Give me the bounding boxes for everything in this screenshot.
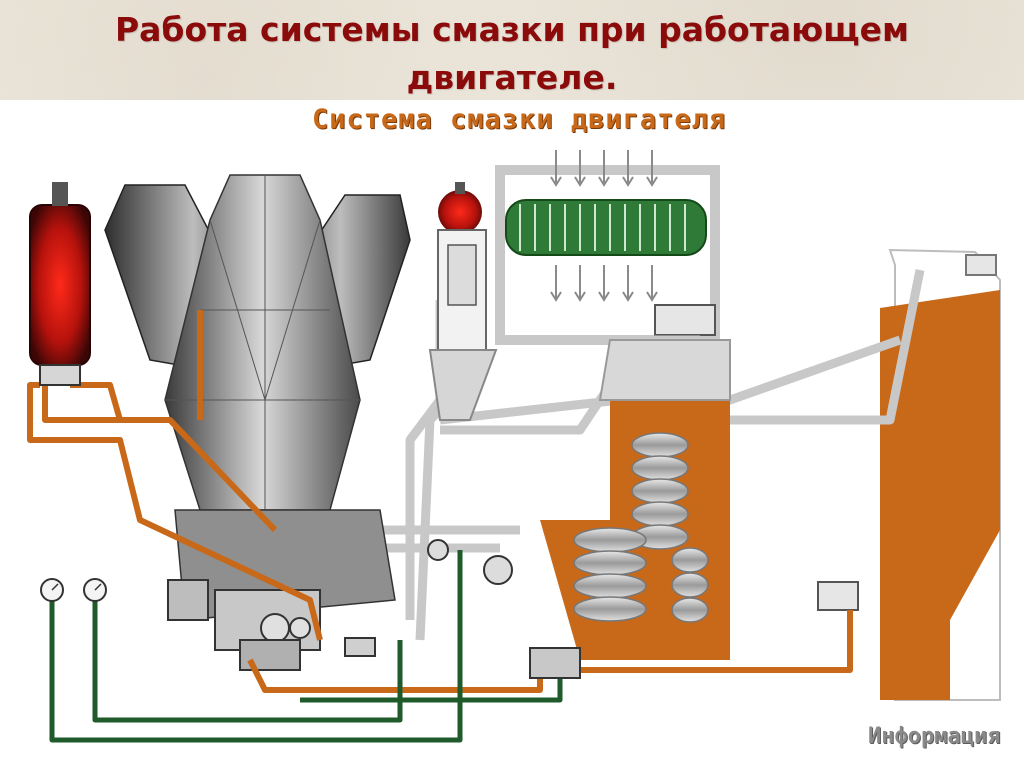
tank-outlet-valve-icon (817, 581, 859, 611)
slide-title-line-1: Работа системы смазки при работающем (114, 10, 910, 49)
engine-block (104, 174, 411, 621)
diagram-heading: Система смазки двигателя (312, 104, 727, 135)
pump-gear-small-icon (289, 617, 311, 639)
reducing-valve-icon (427, 539, 449, 561)
slide-title-line-2: двигателе. (406, 58, 618, 97)
filter-handle-icon (52, 182, 68, 206)
oil-cooler-radiator (495, 150, 720, 345)
oil-heat-exchanger (540, 339, 731, 660)
filter-cap-knob-icon (455, 182, 465, 194)
main-oil-filter (29, 182, 91, 386)
centrifugal-filter (428, 182, 498, 421)
valves (427, 539, 581, 679)
pressure-valve-icon (483, 555, 513, 585)
pump-gear-icon (260, 613, 290, 643)
lubrication-diagram: Система смазки двигателя Информация (0, 100, 1024, 767)
slide-title: Работа системы смазки при работающем дви… (0, 6, 1024, 102)
pressure-gauges (40, 578, 107, 602)
tank-breather-icon (965, 254, 997, 276)
oil-tank (817, 248, 1001, 701)
lubrication-system-schematic (27, 150, 1001, 743)
thermo-valve-icon (654, 304, 716, 336)
oil-pump (167, 579, 376, 671)
info-label: Информация (868, 724, 1001, 749)
bypass-valve-icon (529, 647, 581, 679)
airflow-arrows-icon (550, 150, 658, 302)
